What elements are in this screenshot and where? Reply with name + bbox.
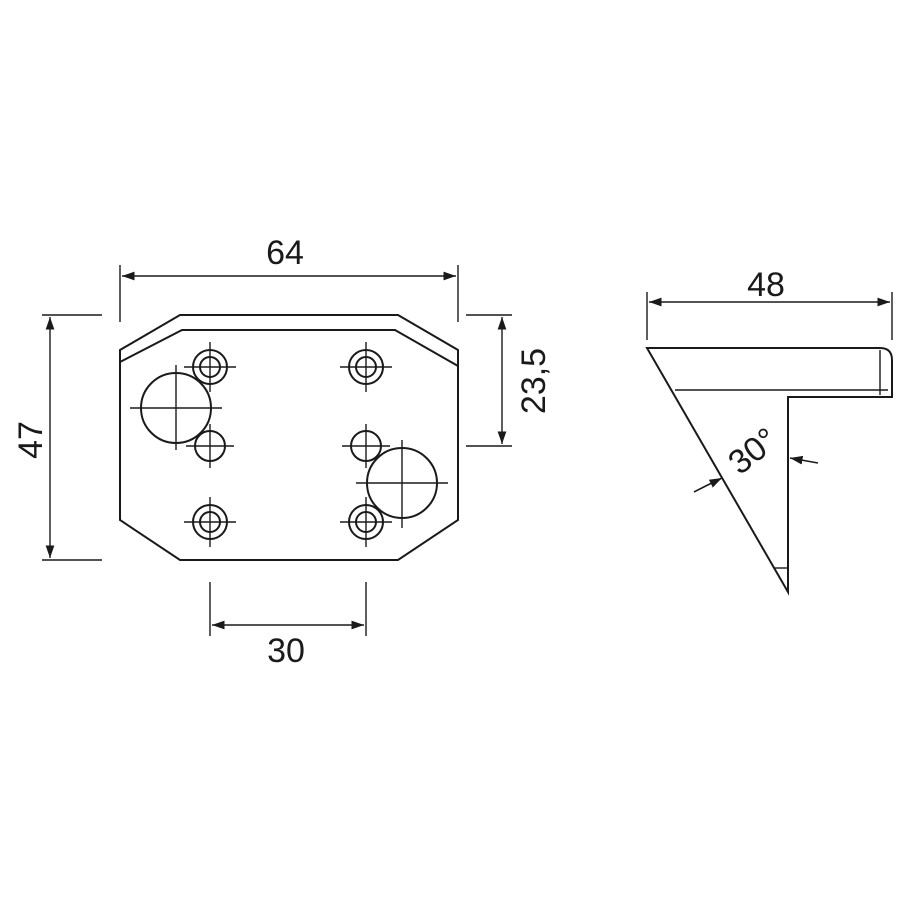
plate-bevel-line (119, 329, 459, 367)
side-view: 48 30° (645, 266, 893, 596)
dimension-angle-30: 30° (693, 421, 819, 493)
small-hole-top-right (340, 342, 392, 392)
large-hole-right (356, 440, 448, 528)
dimension-label-64: 64 (266, 234, 304, 272)
dimension-label-30-degree: 30° (721, 421, 785, 483)
dimension-spacing-23-5: 23,5 (466, 314, 553, 447)
dimension-label-48: 48 (747, 266, 785, 304)
dimension-width-64: 64 (119, 234, 459, 322)
small-hole-bottom-right (340, 497, 392, 547)
dimension-label-30: 30 (267, 632, 305, 670)
small-hole-mid-right (342, 424, 390, 468)
dimension-label-47: 47 (12, 421, 50, 459)
front-view: 64 47 23,5 30 (12, 234, 553, 670)
dimension-width-48: 48 (646, 266, 893, 340)
small-hole-bottom-left (184, 497, 236, 547)
small-hole-mid-left (186, 424, 234, 468)
plate-outline (119, 314, 459, 561)
bracket-profile (645, 347, 893, 596)
dimension-spacing-30: 30 (209, 582, 367, 670)
large-hole-left (130, 365, 222, 450)
small-hole-top-left (184, 342, 236, 392)
dimension-label-23-5: 23,5 (515, 348, 553, 414)
dimension-height-47: 47 (12, 314, 102, 561)
